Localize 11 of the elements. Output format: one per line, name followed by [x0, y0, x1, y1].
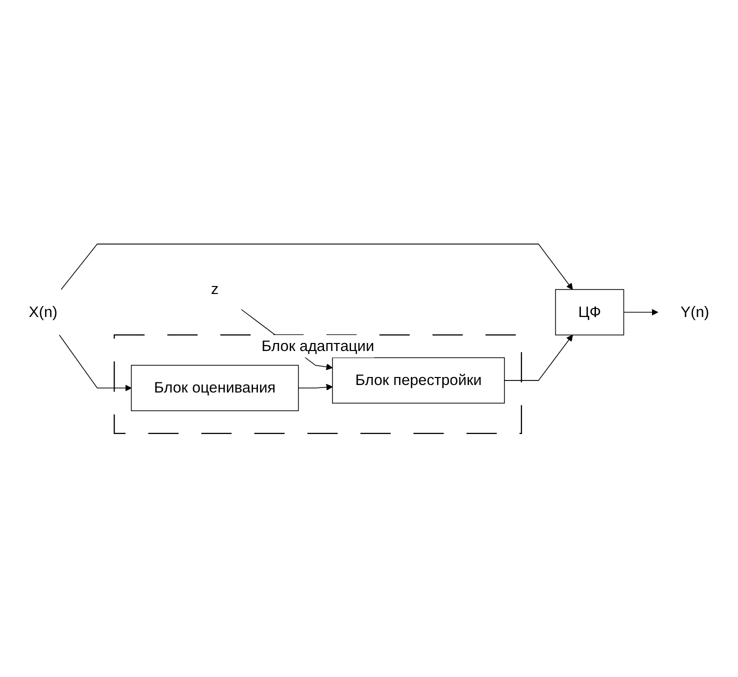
- node-text: Y(n): [680, 304, 710, 320]
- node-text: z: [211, 280, 219, 298]
- arrow: [298, 384, 333, 390]
- arrow: [504, 334, 573, 381]
- node-box: ЦФ: [555, 288, 624, 336]
- arrow: [58, 334, 132, 392]
- node-box: Блок перестройки: [332, 357, 505, 404]
- arrow: [60, 243, 573, 290]
- node-text: X(n): [28, 304, 58, 320]
- node-box: Блок оценивания: [130, 364, 299, 411]
- arrow: [623, 308, 658, 316]
